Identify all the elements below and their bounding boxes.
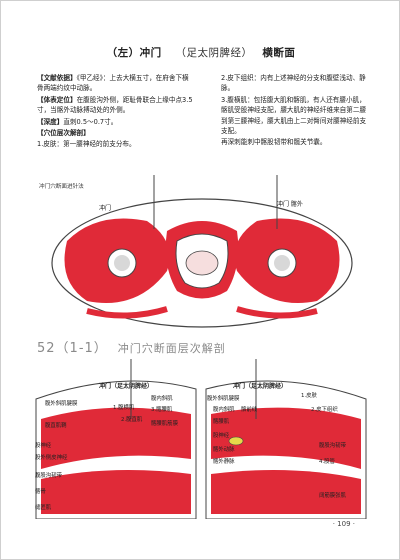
label-anatomy: 【穴位层次解剖】 — [37, 129, 90, 138]
paragraph-subcutaneous: 2.皮下组织：内有上述神经的分支和腹壁浅动、静脉。 — [221, 74, 366, 93]
label-location: 【体表定位】 — [37, 95, 77, 104]
left-text-column: 【文献依据】《甲乙经》：上去大横五寸，在府舍下横骨两端约纹中动脉。 【体表定位】… — [37, 73, 195, 151]
right-gluteal-muscle — [236, 306, 318, 319]
left-femoral-head-inner — [114, 255, 130, 271]
text-literature: 《甲乙经》：上去大横五寸，在府舍下横骨两端约纹中动脉。 — [37, 74, 189, 93]
fig2-left-label: 2.腹直肌 — [121, 417, 143, 423]
left-panel-muscle-upper — [41, 407, 191, 469]
fig2-right-label: 2.皮下组织 — [311, 407, 338, 413]
figure1-left-point-label: 冲门 — [99, 205, 112, 212]
fig2-right-label: 阔筋膜张肌 — [319, 493, 346, 499]
right-panel-muscle-lower — [211, 470, 361, 514]
fig2-right-label: 髂腰肌 — [213, 419, 230, 425]
fig2-right-label: 腹外斜肌腱膜 — [207, 396, 240, 402]
paragraph-literature: 【文献依据】《甲乙经》：上去大横五寸，在府舍下横骨两端约纹中动脉。 — [37, 73, 195, 94]
paragraph-muscles: 3.腹横肌：包括腹大肌和髂肌，有人还有腰小肌，髂肌受股神经支配，腰大肌的神经纤维… — [221, 95, 367, 136]
text-depth: 直刺0.5～0.7寸。 — [63, 117, 118, 126]
fig2-left-label: 腹股沟韧带 — [35, 473, 62, 479]
fig2-right-label: 腹内斜肌 — [213, 407, 235, 413]
label-literature: 【文献依据】 — [37, 74, 77, 82]
label-depth: 【深度】 — [37, 117, 64, 126]
cross-section-figure — [51, 175, 353, 328]
paragraph-depth: 【深度】直刺0.5～0.7寸。 — [37, 117, 195, 127]
fig2-left-label: 缝匠肌 — [35, 505, 52, 511]
fig2-right-label: 髂外静脉 — [213, 459, 235, 465]
fig2-right-label: 4.股管 — [319, 459, 335, 465]
fig2-left-label: 髂骨 — [35, 489, 46, 495]
paragraph-location: 【体表定位】在腹股沟外侧，距耻骨联合上缘中点3.5寸，当髂外动脉搏动处的外侧。 — [37, 95, 195, 116]
right-femoral-head-inner — [274, 255, 290, 271]
paragraph-anatomy-label: 【穴位层次解剖】 — [37, 128, 195, 138]
fig2-right-label: 股神经 — [213, 433, 230, 439]
fig2-right-label: 腹股沟韧带 — [319, 443, 346, 449]
figure1-right-point-label: 冲门 髂外 — [277, 201, 303, 208]
fig2-left-label: 股外侧皮神经 — [35, 455, 68, 461]
fig2-left-label: 髂腰肌筋膜 — [151, 421, 178, 427]
fig2-left-label: 腹直肌鞘 — [45, 423, 67, 429]
fig2-right-label: 髂外动脉 — [213, 447, 235, 453]
page-title: （左）冲门 （足太阴脾经） 横断面 — [1, 45, 400, 60]
section-type: 横断面 — [262, 47, 296, 59]
figure1-caption: 冲门穴断面进针法 — [39, 184, 84, 190]
left-gluteal-muscle — [86, 306, 168, 319]
figure2-right-title: 冲门（足太阴脾经） — [233, 383, 288, 390]
layer-anatomy-figure — [35, 359, 367, 519]
text-location: 在腹股沟外侧，距耻骨联合上缘中点3.5寸，当髂外动脉搏动处的外侧。 — [37, 95, 193, 115]
nerve-marker — [228, 436, 244, 446]
section-title: 冲门穴断面层次解剖 — [117, 342, 226, 355]
paragraph-deep: 再深刺能刺中髂股韧带和髋关节囊。 — [221, 138, 327, 147]
page-number: · 109 · — [332, 520, 355, 528]
left-panel-muscle-lower — [41, 470, 191, 514]
fig2-left-label: 腹外斜肌腱膜 — [45, 401, 78, 407]
acupoint-name: （左）冲门 — [106, 47, 162, 59]
paragraph-skin: 1.皮肤：第一腰神经的前支分布。 — [37, 140, 136, 149]
meridian-name: （足太阴脾经） — [175, 47, 253, 59]
right-text-column: 2.皮下组织：内有上述神经的分支和腹壁浅动、静脉。 3.腹横肌：包括腹大肌和髂肌… — [221, 73, 371, 149]
viscera — [185, 250, 219, 276]
fig2-right-label: 1.皮肤 — [301, 393, 317, 399]
fig2-left-label: 股神经 — [35, 443, 52, 449]
fig2-left-label: 3.髂腰肌 — [151, 407, 173, 413]
figure2-left-title: 冲门（足太阴脾经） — [99, 383, 154, 390]
section-header: 52（1-1） 冲门穴断面层次解剖 — [37, 337, 226, 356]
right-panel-muscle-upper — [211, 407, 361, 469]
fig2-right-label: 骼前线 — [241, 407, 258, 413]
fig2-left-label: 腹内斜肌 — [151, 396, 173, 402]
section-number: 52（1-1） — [37, 341, 108, 356]
fig2-left-label: 1.腹横肌 — [113, 405, 135, 411]
